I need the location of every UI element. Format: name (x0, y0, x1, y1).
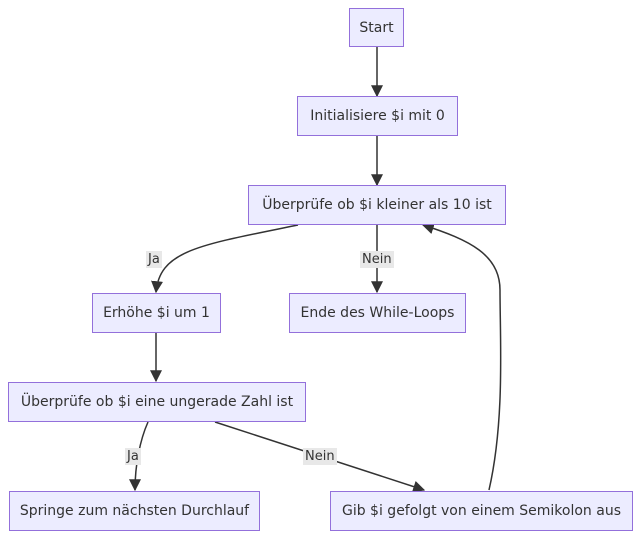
node-increment: Erhöhe $i um 1 (92, 293, 221, 333)
node-start: Start (349, 8, 404, 47)
node-check-less-than-10: Überprüfe ob $i kleiner als 10 ist (248, 185, 506, 225)
node-end-loop: Ende des While-Loops (289, 293, 466, 333)
node-initialize: Initialisiere $i mit 0 (297, 96, 458, 136)
node-print-value: Gib $i gefolgt von einem Semikolon aus (330, 491, 633, 531)
edge-label-check-lt-no: Nein (360, 251, 394, 268)
edge-label-check-odd-yes: Ja (125, 448, 141, 465)
node-skip-iteration: Springe zum nächsten Durchlauf (9, 491, 260, 531)
edge-label-check-odd-no: Nein (303, 448, 337, 465)
edge-label-check-lt-yes: Ja (146, 251, 162, 268)
edge-print-to-check-lt (421, 222, 502, 491)
edge-check-lt-to-increment (151, 224, 299, 294)
node-check-odd: Überprüfe ob $i eine ungerade Zahl ist (8, 382, 306, 422)
